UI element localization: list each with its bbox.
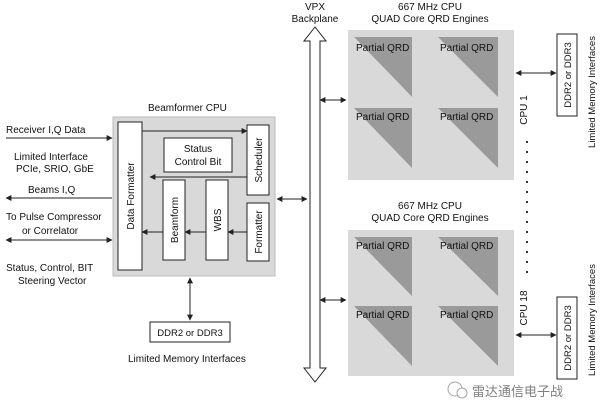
data-formatter-label: Data Formatter	[126, 162, 137, 230]
formatter-label: Formatter	[254, 210, 265, 254]
wbs-box	[205, 179, 229, 261]
cpu1-engine-4: Partial QRD	[438, 108, 498, 168]
cpu18-label: CPU 18	[519, 290, 530, 325]
cpu1-mem-label: Limited Memory Interfaces	[587, 36, 598, 148]
status-control-box	[163, 137, 233, 173]
cpu1-ddr-box	[556, 33, 578, 117]
pulse-label-1: To Pulse Compressor	[6, 212, 102, 223]
cpu18-title-1: 667 MHz CPU	[398, 201, 462, 212]
limited-interface-label: Limited Interface	[14, 152, 88, 163]
cpu18-engine-2: Partial QRD	[438, 237, 498, 296]
scheduler-box	[246, 124, 270, 196]
engine-label: Partial QRD	[356, 310, 409, 321]
status-control-label-2: Control Bit	[175, 157, 222, 168]
backplane-bus	[302, 26, 328, 383]
cpu18-engine-1: Partial QRD	[354, 237, 412, 296]
cpu1-engine-3: Partial QRD	[354, 108, 412, 168]
engine-label: Partial QRD	[440, 112, 493, 123]
status-control-label-1: Status	[184, 144, 212, 155]
beamform-label: Beamform	[170, 197, 181, 243]
cpu1-title-2: QUAD Core QRD Engines	[371, 14, 488, 25]
data-formatter-box	[117, 121, 143, 271]
cpu18-engine-3: Partial QRD	[354, 306, 412, 366]
cpu18-title-2: QUAD Core QRD Engines	[371, 213, 488, 224]
pulse-label-2: or Correlator	[22, 226, 79, 237]
engine-label: Partial QRD	[356, 241, 409, 252]
beamform-box	[162, 179, 186, 261]
status-label-1: Status, Control, BIT	[6, 263, 93, 274]
engine-label: Partial QRD	[356, 112, 409, 123]
watermark-text: 雷达通信电子战	[472, 384, 563, 399]
receiver-label: Receiver I,Q Data	[6, 125, 86, 136]
beams-label: Beams I,Q	[28, 185, 75, 196]
cpu1-title-1: 667 MHz CPU	[398, 2, 462, 13]
cpu18-mem-label: Limited Memory Interfaces	[587, 264, 598, 376]
engine-label: Partial QRD	[440, 43, 493, 54]
wbs-label: WBS	[213, 208, 224, 231]
watermark: 雷达通信电子战	[447, 381, 563, 399]
cpu1-engine-1: Partial QRD	[354, 37, 412, 97]
backplane-label-1: VPX	[305, 2, 325, 13]
engine-label: Partial QRD	[440, 310, 493, 321]
cpu1-ddr-label: DDR2 or DDR3	[563, 42, 574, 107]
cpu18-ddr-box	[556, 296, 578, 380]
status-label-2: Steering Vector	[18, 276, 87, 287]
cpu-ellipsis-dots	[525, 140, 529, 274]
pcie-label: PCIe, SRIO, GbE	[16, 164, 94, 175]
beamformer-ddr-box	[149, 321, 231, 343]
engine-label: Partial QRD	[440, 241, 493, 252]
cpu1-engine-2: Partial QRD	[438, 37, 498, 97]
cpu18-ddr-label: DDR2 or DDR3	[563, 305, 574, 370]
backplane-label-2: Backplane	[292, 14, 339, 25]
cpu18-engine-4: Partial QRD	[438, 306, 498, 366]
beamformer-ddr-label: DDR2 or DDR3	[157, 328, 222, 339]
scheduler-label: Scheduler	[254, 137, 265, 183]
beamformer-mem-label: Limited Memory Interfaces	[128, 354, 246, 365]
beamformer-title: Beamformer CPU	[148, 103, 227, 114]
cpu1-label: CPU 1	[519, 95, 530, 125]
engine-label: Partial QRD	[356, 43, 409, 54]
